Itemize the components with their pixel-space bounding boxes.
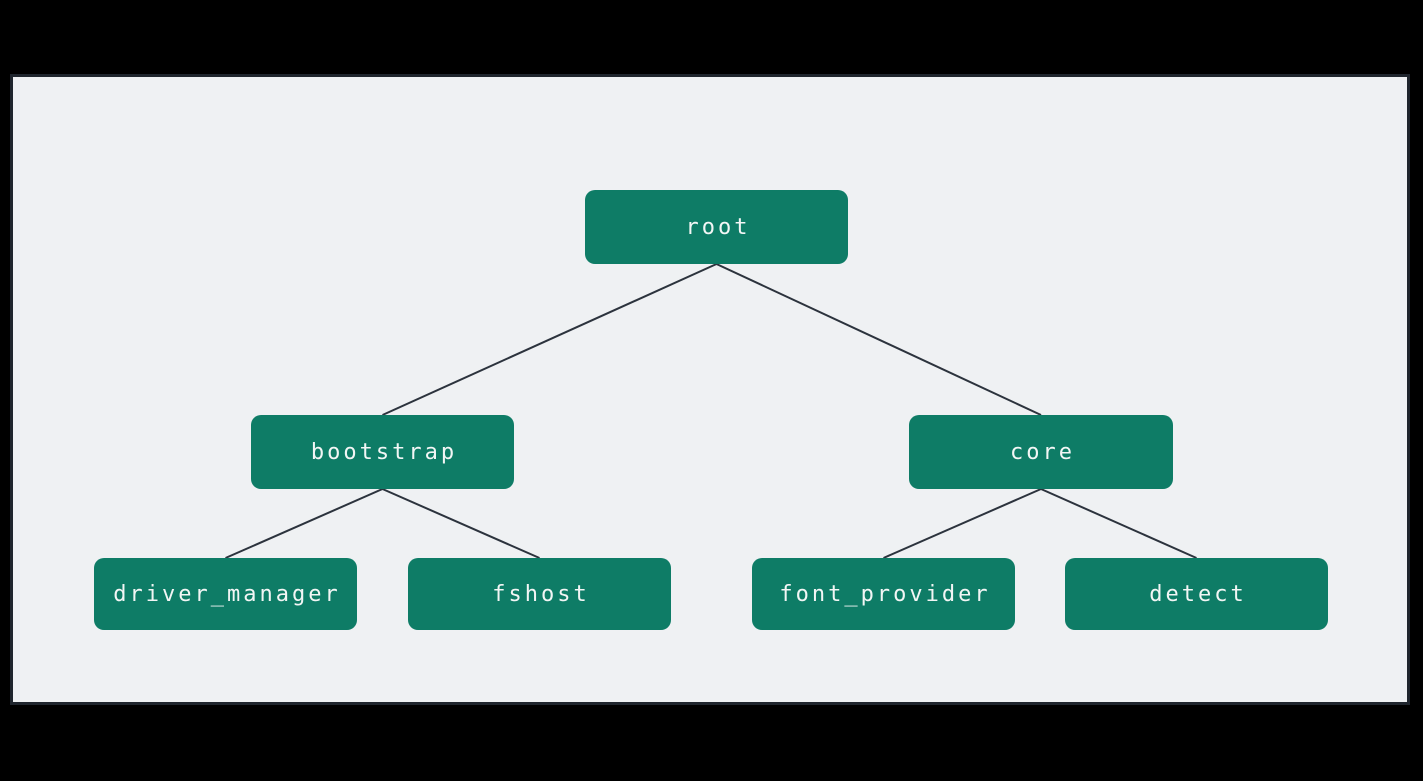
node-label: detect	[1149, 581, 1247, 607]
edge-bootstrap-fshost	[382, 488, 540, 559]
node-core: core	[909, 415, 1173, 489]
edge-bootstrap-driver_manager	[225, 488, 383, 559]
node-detect: detect	[1065, 558, 1328, 630]
node-fshost: fshost	[408, 558, 671, 630]
node-font-provider: font_provider	[752, 558, 1015, 630]
node-label: font_provider	[779, 581, 991, 607]
node-label: root	[685, 214, 751, 240]
node-label: core	[1010, 439, 1075, 465]
node-label: driver_manager	[113, 581, 341, 607]
node-label: bootstrap	[310, 439, 458, 465]
diagram-canvas: root bootstrap core driver_manager fshos…	[10, 74, 1410, 705]
node-bootstrap: bootstrap	[251, 415, 514, 489]
edge-layer	[225, 263, 1197, 559]
edge-core-detect	[1040, 488, 1197, 559]
edge-root-bootstrap	[382, 263, 717, 416]
node-driver-manager: driver_manager	[94, 558, 357, 630]
node-label: fshost	[492, 581, 590, 607]
edge-root-core	[716, 263, 1042, 416]
edge-core-font_provider	[883, 488, 1042, 559]
node-root: root	[585, 190, 848, 264]
